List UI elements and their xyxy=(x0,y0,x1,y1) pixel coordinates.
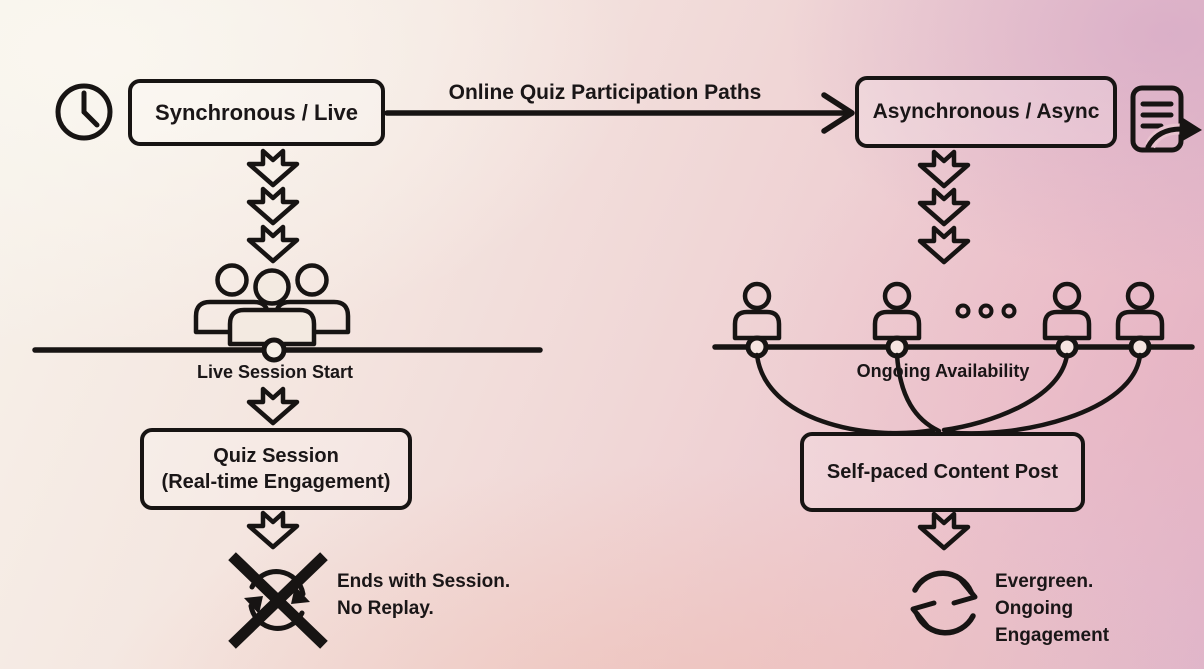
clock-icon xyxy=(55,83,113,141)
individual-user-icons xyxy=(732,281,1165,341)
synchronous-node-label: Synchronous / Live xyxy=(155,99,358,125)
right-outcome-line3: Engagement xyxy=(995,625,1110,646)
live-session-start-label: Live Session Start xyxy=(196,362,354,382)
left-end-chevron xyxy=(249,513,297,547)
self-paced-node-label: Self-paced Content Post xyxy=(826,460,1059,483)
right-outcome-line1: Evergreen. xyxy=(995,571,1094,592)
left-outcome-note: Ends with Session. No Replay. xyxy=(337,568,510,622)
quiz-session-line2: (Real-time Engagement) xyxy=(161,471,391,493)
asynchronous-node-label: Asynchronous / Async xyxy=(872,100,1100,123)
right-end-chevron xyxy=(920,514,968,548)
synchronous-node: Synchronous / Live xyxy=(128,79,385,146)
right-flow-chevrons xyxy=(920,152,968,262)
self-paced-node: Self-paced Content Post xyxy=(800,432,1085,512)
evergreen-cycle-icon xyxy=(910,570,978,636)
quiz-session-line1: Quiz Session xyxy=(213,445,339,467)
quiz-session-node: Quiz Session (Real-time Engagement) xyxy=(140,428,412,510)
left-flow-chevrons xyxy=(249,151,297,261)
live-timeline xyxy=(32,337,543,363)
left-outcome-line1: Ends with Session. xyxy=(337,571,511,592)
audience-group-icon xyxy=(193,263,351,347)
ongoing-availability-label: Ongoing Availability xyxy=(856,361,1030,381)
left-step-chevron xyxy=(249,389,297,423)
availability-timeline xyxy=(712,335,1195,359)
diagram-title: Online Quiz Participation Paths xyxy=(448,81,762,104)
asynchronous-node: Asynchronous / Async xyxy=(855,76,1117,148)
right-outcome-line2: Ongoing xyxy=(995,598,1074,619)
share-post-icon xyxy=(1130,85,1202,153)
left-outcome-line2: No Replay. xyxy=(337,598,434,619)
no-replay-crossed-cycle-icon xyxy=(228,552,328,649)
right-outcome-note: Evergreen. Ongoing Engagement xyxy=(995,568,1109,649)
main-path-arrow xyxy=(384,92,855,134)
